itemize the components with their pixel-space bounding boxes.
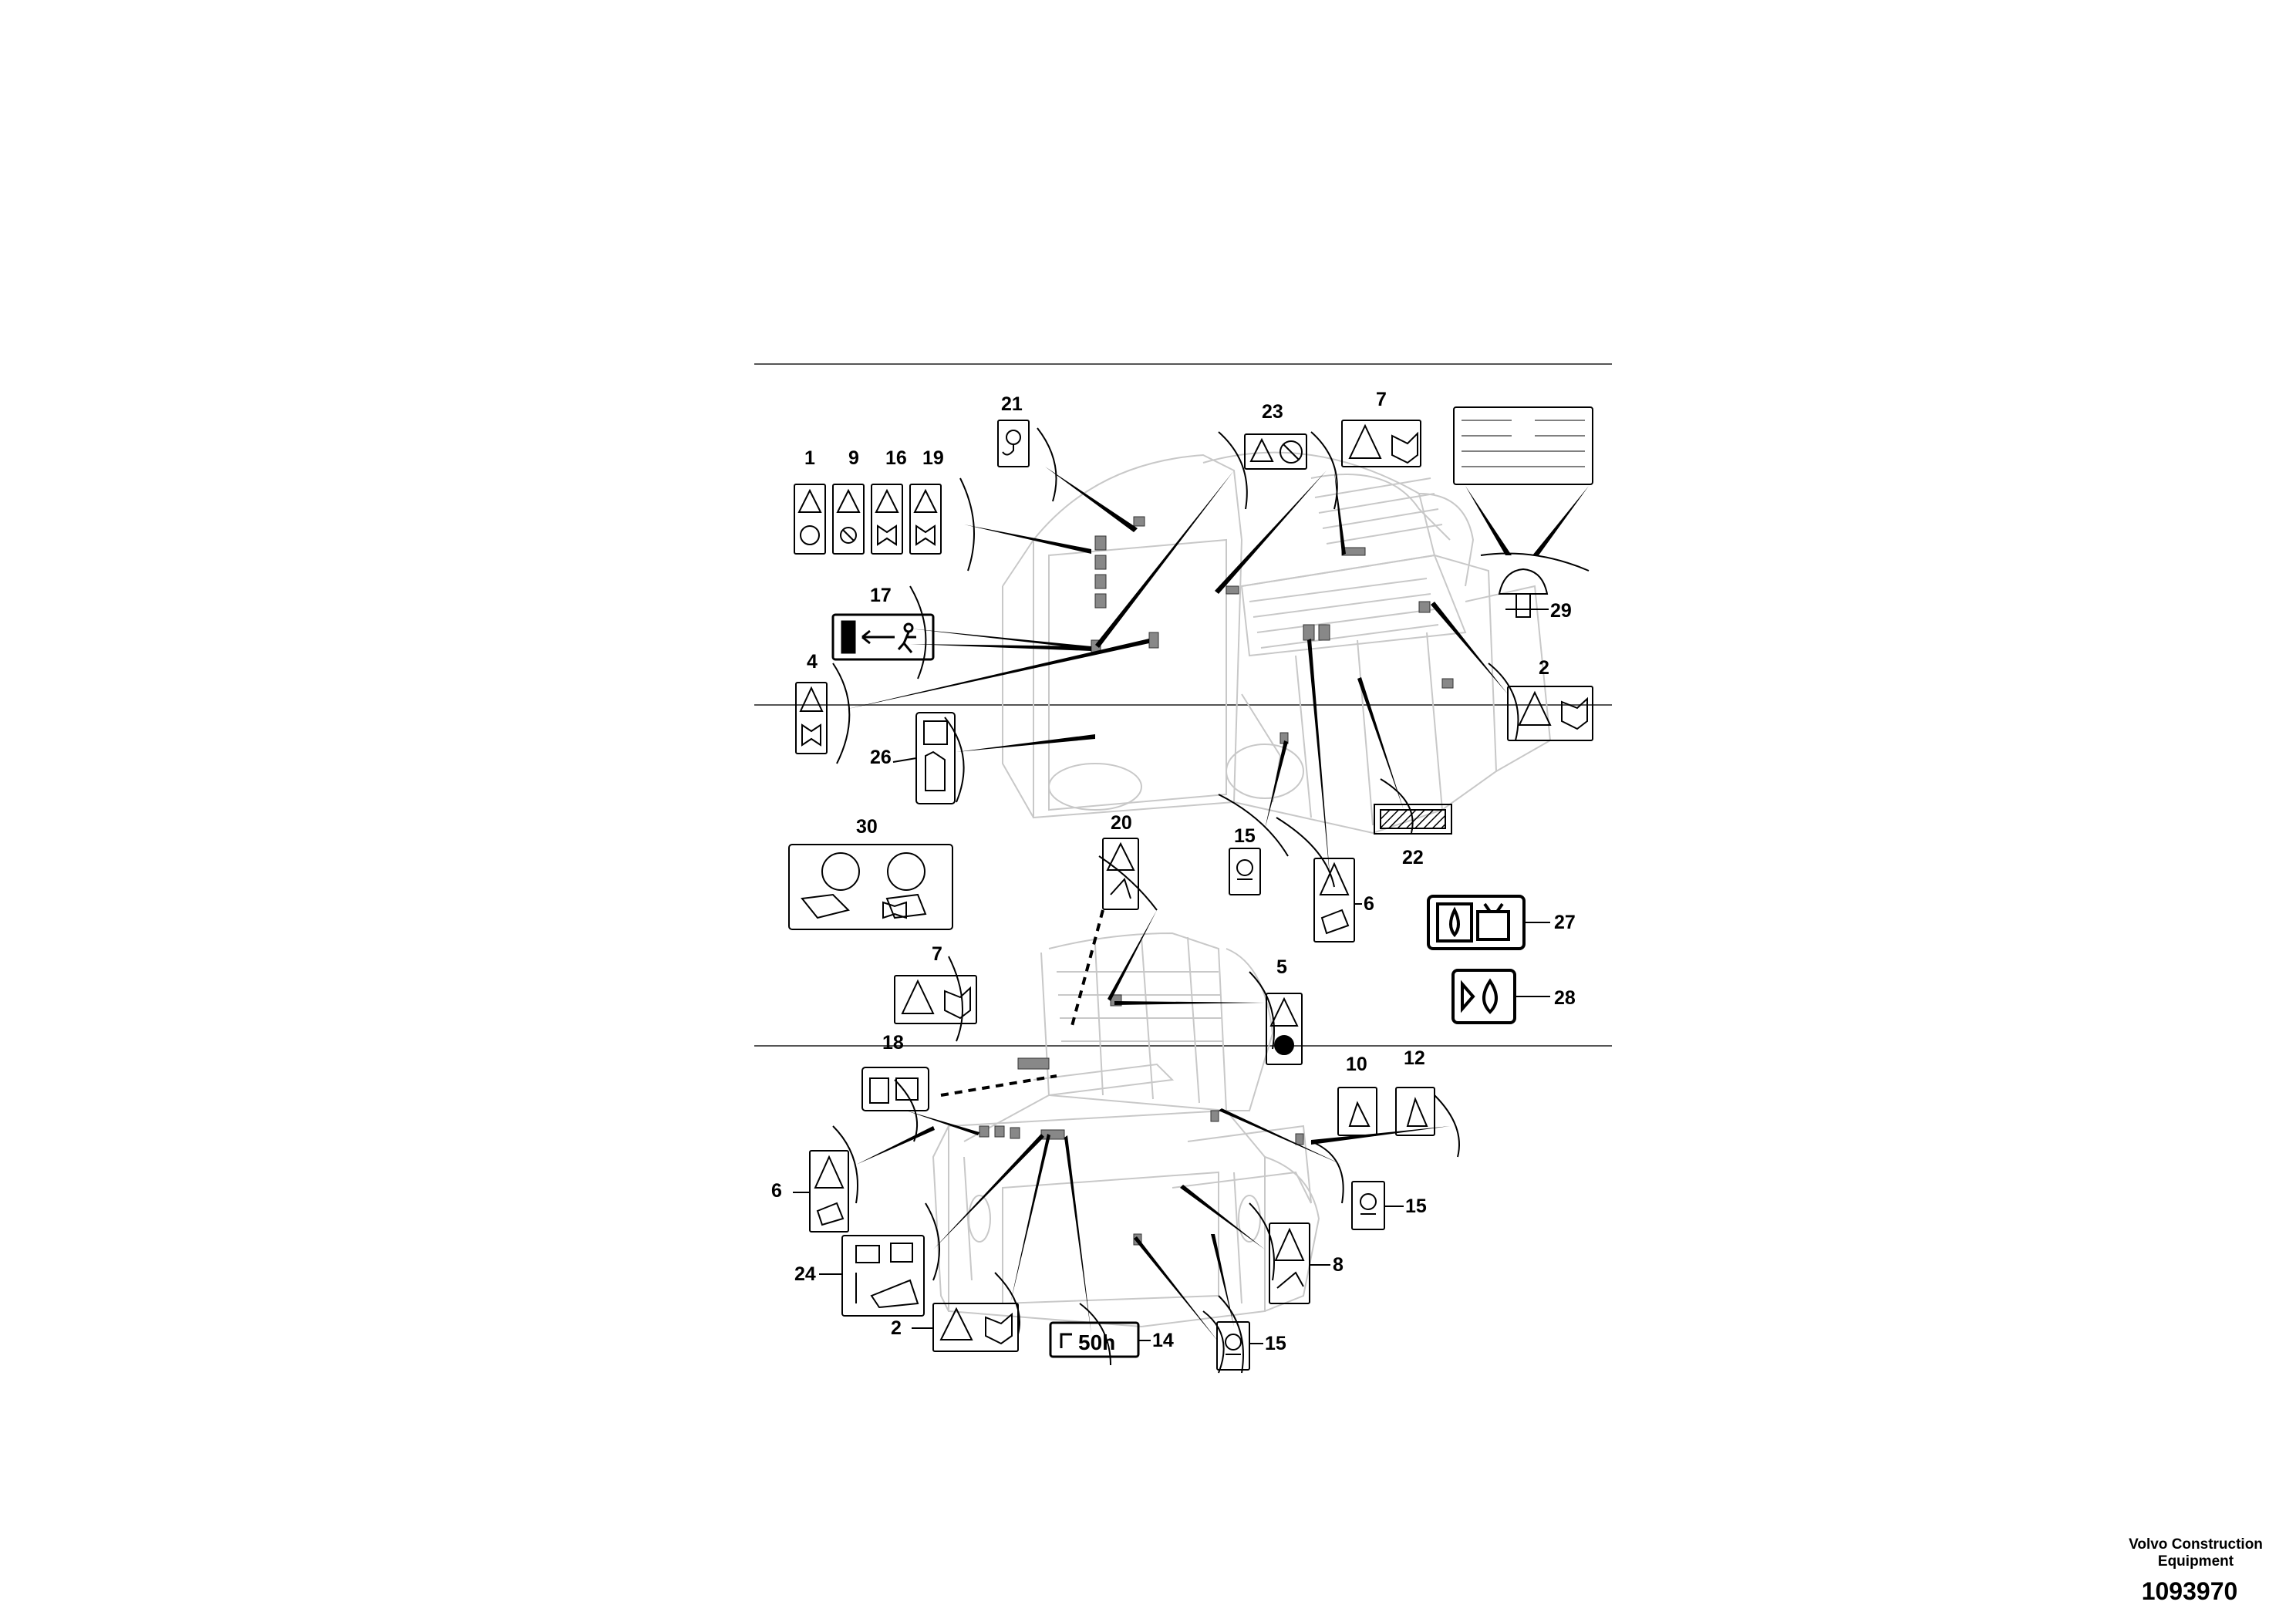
callout-15-top: 15 xyxy=(1234,825,1256,847)
callout-7-lower: 7 xyxy=(932,943,942,965)
callout-15-lower: 15 xyxy=(1265,1333,1286,1354)
decal-20 xyxy=(1102,838,1139,910)
decal-24 xyxy=(841,1235,925,1317)
callout-29: 29 xyxy=(1550,600,1572,622)
leader-29 xyxy=(1465,486,1589,555)
callout-5: 5 xyxy=(1276,956,1287,978)
decal-15-lower xyxy=(1216,1321,1250,1371)
decal-26 xyxy=(915,712,956,804)
callout-26: 26 xyxy=(870,747,892,768)
callout-8: 8 xyxy=(1333,1254,1344,1276)
serial-plate-29 xyxy=(1453,406,1593,618)
callout-2-top: 2 xyxy=(1539,657,1549,679)
emergency-exit-icon xyxy=(831,613,935,661)
callout-2-lower: 2 xyxy=(891,1317,902,1339)
leader-arcs xyxy=(832,427,1590,1374)
hydraulic-oil-icon xyxy=(1427,895,1526,950)
decal-15-right xyxy=(1351,1181,1385,1230)
lifting-hook-icon xyxy=(997,420,1030,467)
decal-28 xyxy=(1451,969,1516,1024)
leader-wedges xyxy=(845,467,1508,1342)
decal-6-top xyxy=(1313,858,1355,943)
service-interval-icon: 50h xyxy=(1049,1321,1140,1358)
callout-17: 17 xyxy=(870,585,892,606)
label-connectors xyxy=(793,609,1550,1344)
decal-30 xyxy=(788,844,953,930)
footer-company: Volvo Construction Equipment xyxy=(2129,1536,2263,1570)
decal-15-top xyxy=(1229,848,1261,895)
callout-7-top: 7 xyxy=(1376,389,1387,410)
decal-6-lower xyxy=(809,1150,849,1233)
callout-22: 22 xyxy=(1402,847,1424,868)
callout-10: 10 xyxy=(1346,1054,1367,1075)
callout-6-top: 6 xyxy=(1364,893,1374,915)
callout-15-right: 15 xyxy=(1405,1195,1427,1217)
callout-18: 18 xyxy=(882,1032,904,1054)
svg-text:50h: 50h xyxy=(1078,1330,1115,1354)
callout-12: 12 xyxy=(1404,1047,1425,1069)
machine-upper-view xyxy=(1002,451,1552,835)
footer-part-number: 1093970 xyxy=(2141,1577,2238,1605)
decal-8 xyxy=(1269,1222,1310,1304)
callout-30: 30 xyxy=(856,816,878,838)
callout-20: 20 xyxy=(1111,812,1132,834)
machine-lower-view xyxy=(932,932,1320,1328)
callout-1: 1 xyxy=(804,447,815,469)
callout-19: 19 xyxy=(922,447,944,469)
decal-7-top xyxy=(1341,420,1421,467)
decal-7-lower xyxy=(894,975,977,1024)
decal-2-lower xyxy=(932,1303,1019,1352)
callout-24: 24 xyxy=(794,1263,816,1285)
machine-lower-decal-marks xyxy=(979,994,1304,1246)
decal-10-12 xyxy=(1337,1087,1435,1136)
callout-28: 28 xyxy=(1554,987,1576,1009)
callout-27: 27 xyxy=(1554,912,1576,933)
callout-14: 14 xyxy=(1152,1330,1174,1351)
callout-23: 23 xyxy=(1262,401,1283,423)
decal-2-top xyxy=(1507,686,1593,741)
diesel-fuel-icon xyxy=(861,1067,929,1111)
section-rules xyxy=(754,363,1612,1047)
callout-4: 4 xyxy=(807,651,818,673)
leader-dashed xyxy=(940,909,1104,1097)
decal-4 xyxy=(795,682,828,754)
decal-23 xyxy=(1244,433,1307,470)
callout-labels: 1 9 16 19 21 23 7 17 4 2 29 26 22 15 6 3… xyxy=(771,389,1576,1354)
callout-6-lower: 6 xyxy=(771,1180,782,1202)
decal-22 xyxy=(1374,804,1452,835)
decal-group-1-9-16-19 xyxy=(794,484,942,555)
machine-upper-decal-marks xyxy=(1091,516,1454,744)
decal-5 xyxy=(1266,993,1303,1065)
callout-21: 21 xyxy=(1001,393,1023,415)
callout-16: 16 xyxy=(885,447,907,469)
callout-9: 9 xyxy=(848,447,859,469)
